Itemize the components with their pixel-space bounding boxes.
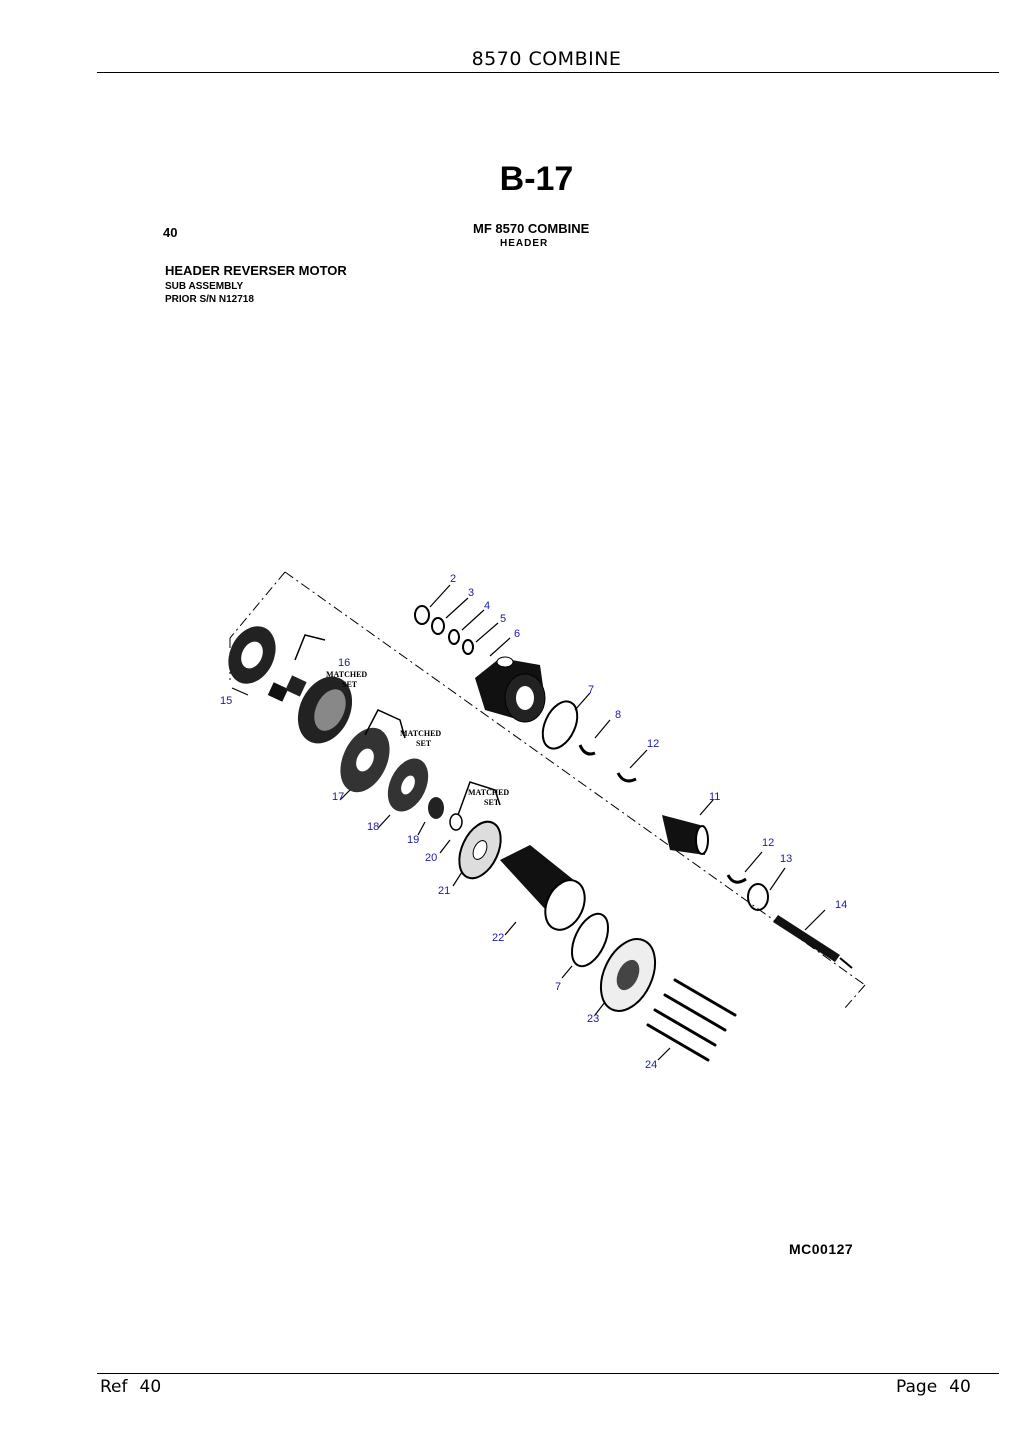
- drive-link: [267, 675, 307, 702]
- footer-ref-value: 40: [139, 1377, 162, 1397]
- callout-18: 18: [367, 821, 379, 833]
- callout-11: 11: [709, 791, 720, 803]
- wear-plate: [458, 820, 502, 880]
- ring-19: [428, 797, 444, 819]
- seal-8: [578, 744, 596, 756]
- callout-24: 24: [645, 1059, 657, 1071]
- callout-7a: 7: [588, 684, 594, 696]
- callout-13: 13: [780, 853, 792, 865]
- ring-13: [747, 883, 769, 911]
- model-section: HEADER: [500, 238, 549, 249]
- seal-20: [449, 813, 463, 831]
- assembly-title: HEADER REVERSER MOTOR: [165, 263, 347, 278]
- callout-15: 15: [220, 695, 232, 707]
- svg-text:SET: SET: [416, 739, 432, 748]
- tie-bolts: [646, 978, 737, 1062]
- footer-ref: Ref 40: [100, 1377, 161, 1397]
- callout-21: 21: [438, 885, 450, 897]
- callout-6: 6: [514, 628, 520, 640]
- callout-23: 23: [587, 1013, 599, 1025]
- header-divider: [97, 72, 999, 73]
- mounting-flange: [599, 938, 657, 1012]
- callout-12b: 12: [762, 837, 774, 849]
- body-tube: [500, 845, 586, 931]
- callout-19: 19: [407, 834, 419, 846]
- model-name: MF 8570 COMBINE: [473, 221, 590, 236]
- callout-3: 3: [468, 587, 474, 599]
- end-cover: [228, 626, 276, 684]
- callout-numbers: 2 3 4 5 6 7 8 12 11 12 13 14 15 16 17 18…: [220, 573, 847, 1071]
- callout-8: 8: [615, 709, 621, 721]
- callout-17: 17: [332, 791, 344, 803]
- svg-text:SET: SET: [484, 798, 500, 807]
- seal-12-upper: [616, 772, 637, 783]
- callout-5: 5: [500, 613, 506, 625]
- footer-ref-label: Ref: [100, 1377, 128, 1397]
- callout-20: 20: [425, 852, 437, 864]
- callout-14: 14: [835, 899, 847, 911]
- sheet-id: B-17: [499, 160, 574, 198]
- assembly-serial-note: PRIOR S/N N12718: [165, 294, 254, 305]
- o-ring-upper: [541, 700, 579, 750]
- document-header-title: 8570 COMBINE: [471, 48, 622, 70]
- valve-plate-18: [387, 758, 429, 812]
- callout-12a: 12: [647, 738, 659, 750]
- svg-text:MATCHED: MATCHED: [468, 788, 509, 797]
- assembly-axis-lines: [229, 571, 866, 1009]
- diagram-code: MC00127: [789, 1241, 854, 1257]
- valve-plate-17: [340, 727, 390, 793]
- callout-22: 22: [492, 932, 504, 944]
- callout-7b: 7: [555, 981, 561, 993]
- motor-housing: [475, 656, 546, 723]
- footer-page-label: Page: [896, 1377, 938, 1397]
- footer-divider: [97, 1373, 999, 1374]
- seal-rings: [414, 605, 474, 655]
- matched-set-brackets: [294, 634, 501, 816]
- callout-2: 2: [450, 573, 456, 585]
- svg-text:MATCHED: MATCHED: [400, 729, 441, 738]
- output-shaft: [773, 915, 853, 969]
- seal-12-lower: [726, 874, 747, 884]
- svg-text:SET: SET: [342, 680, 358, 689]
- footer-page: Page 40: [896, 1377, 971, 1397]
- shaft-sleeve: [662, 815, 709, 855]
- footer-page-value: 40: [949, 1377, 971, 1397]
- ref-number: 40: [163, 225, 178, 240]
- o-ring-lower: [570, 912, 610, 968]
- callout-4: 4: [484, 600, 490, 612]
- callout-leaders: [231, 584, 826, 1061]
- callout-16: 16: [338, 657, 350, 669]
- svg-text:MATCHED: MATCHED: [326, 670, 367, 679]
- assembly-subtitle: SUB ASSEMBLY: [165, 281, 244, 292]
- gerotor-set: [297, 676, 353, 744]
